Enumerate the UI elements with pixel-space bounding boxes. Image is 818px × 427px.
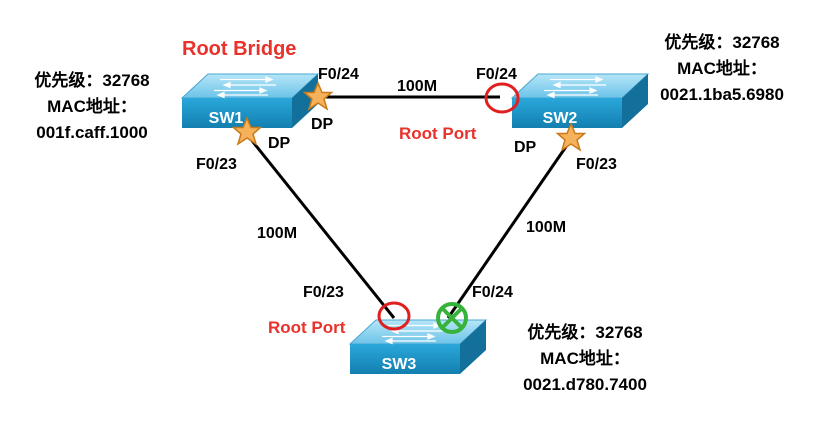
sw3-port-f024: F0/24 [472,284,513,301]
sw2-mac-title: MAC地址： [677,58,767,78]
root-bridge-label: Root Bridge [182,38,296,60]
switch-sw3: SW3 [349,319,487,375]
switch-icon [181,73,319,129]
switch-sw2: SW2 [511,73,649,129]
switch-icon [349,319,487,375]
root-port-circle-icon [377,301,411,331]
switch-label: SW1 [209,110,244,127]
switch-sw1: SW1 [181,73,319,129]
dp-label: DP [514,139,537,156]
root-port-label: Root Port [399,124,477,143]
link-sw1-sw2-speed: 100M [397,78,437,95]
dp-label: DP [268,135,291,152]
designated-port-star-icon [555,122,587,152]
sw2-mac: 0021.1ba5.6980 [660,85,784,104]
designated-port-star-icon [302,81,334,111]
sw2-port-f023: F0/23 [576,156,617,173]
root-port-label: Root Port [268,318,346,337]
sw1-mac-title: MAC地址： [47,96,137,116]
sw1-mac: 001f.caff.1000 [36,123,148,142]
link-sw1-sw3 [243,131,396,319]
switch-label: SW3 [382,356,417,373]
sw3-mac: 0021.d780.7400 [523,375,647,394]
sw2-priority: 优先级：32768 [664,32,779,52]
sw1-priority: 优先级：32768 [34,70,149,90]
root-port-circle-icon [484,82,520,114]
sw3-port-f023: F0/23 [303,284,344,301]
sw2-port-f024: F0/24 [476,66,517,83]
sw1-port-f024: F0/24 [318,66,359,83]
blocked-port-icon [436,302,468,334]
sw3-priority: 优先级：32768 [527,322,642,342]
designated-port-star-icon [231,116,263,146]
dp-label: DP [311,116,334,133]
link-sw1-sw3-speed: 100M [257,225,297,242]
link-sw2-sw3-speed: 100M [526,219,566,236]
switch-icon [511,73,649,129]
sw1-port-f023: F0/23 [196,156,237,173]
sw3-mac-title: MAC地址： [540,348,630,368]
switch-label: SW2 [543,110,578,127]
link-sw2-sw3 [446,137,574,319]
